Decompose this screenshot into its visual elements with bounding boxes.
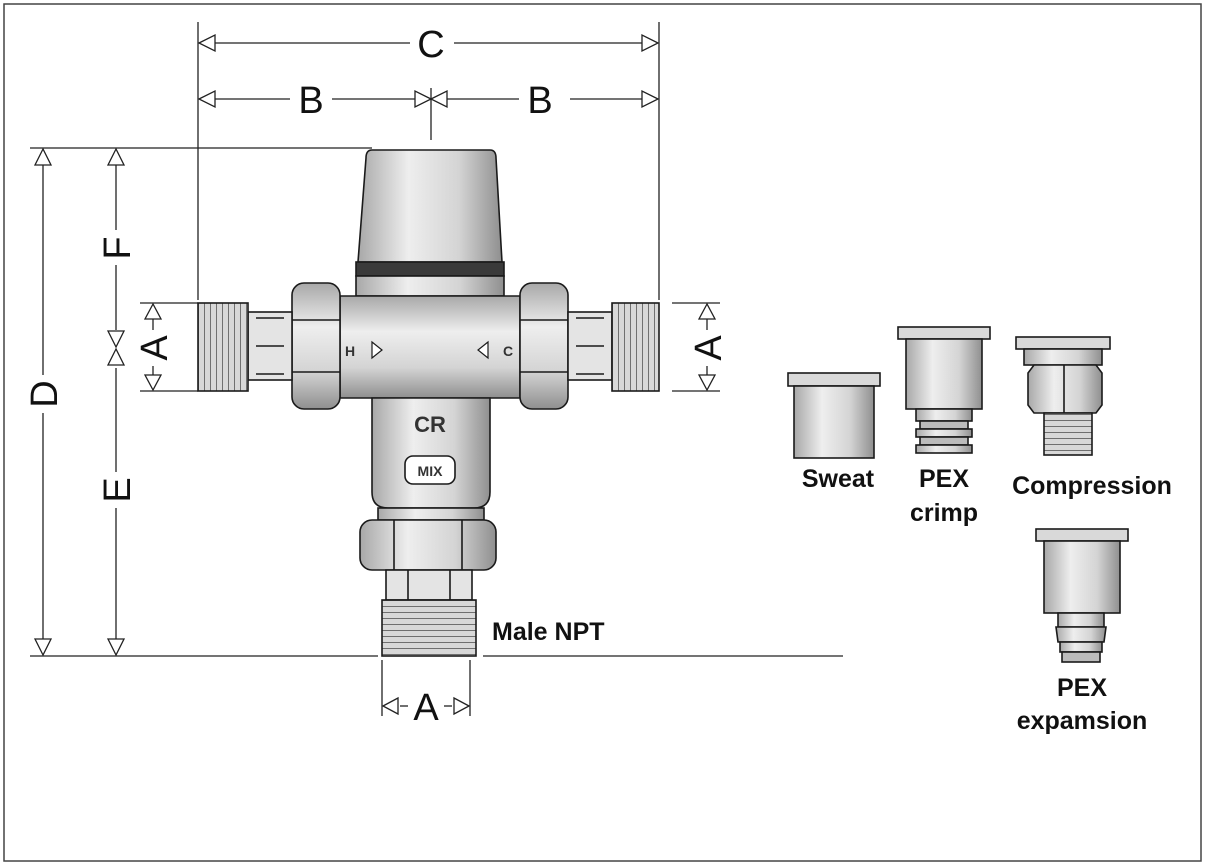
dim-label-e: E	[97, 477, 139, 502]
pex-crimp-fitting	[897, 326, 991, 454]
cap-ring	[355, 261, 505, 277]
bottom-nut	[359, 519, 497, 571]
manufacturer-logo: CR	[414, 412, 446, 437]
cold-marking: C	[503, 343, 513, 359]
sweat-fitting	[787, 372, 881, 459]
frame-border	[3, 3, 1202, 862]
bottom-thread	[381, 599, 477, 657]
sweat-label: Sweat	[802, 465, 875, 493]
dim-label-d: D	[24, 380, 66, 407]
compression-fitting	[1015, 336, 1111, 456]
dim-label-f: F	[97, 236, 139, 259]
compression-label: Compression	[1012, 472, 1172, 500]
pex-expansion-label-1: PEX	[1057, 674, 1107, 702]
dimension-arrowheads	[33, 33, 717, 716]
pex-crimp-label-2: crimp	[910, 499, 978, 527]
dim-label-a-right: A	[688, 335, 730, 361]
dim-label-b-right: B	[527, 80, 552, 122]
male-npt-label: Male NPT	[492, 618, 605, 646]
bottom-tailpiece	[385, 569, 473, 601]
dimension-lines	[30, 22, 843, 716]
mixing-valve	[197, 149, 660, 657]
dim-label-a-left: A	[134, 335, 176, 361]
left-thread	[197, 302, 249, 392]
dim-label-c: C	[417, 24, 444, 66]
pex-expansion-label-2: expamsion	[1017, 707, 1148, 735]
left-nut	[291, 282, 341, 410]
valve-body	[339, 295, 521, 399]
mix-marking: MIX	[418, 463, 444, 479]
pex-crimp-label-1: PEX	[919, 465, 969, 493]
dim-label-a-bottom: A	[413, 687, 439, 729]
valve-cap	[357, 149, 503, 263]
right-thread	[611, 302, 660, 392]
hot-marking: H	[345, 343, 355, 359]
pex-expansion-fitting	[1035, 528, 1129, 663]
dim-label-b-left: B	[298, 80, 323, 122]
right-nut	[519, 282, 569, 410]
